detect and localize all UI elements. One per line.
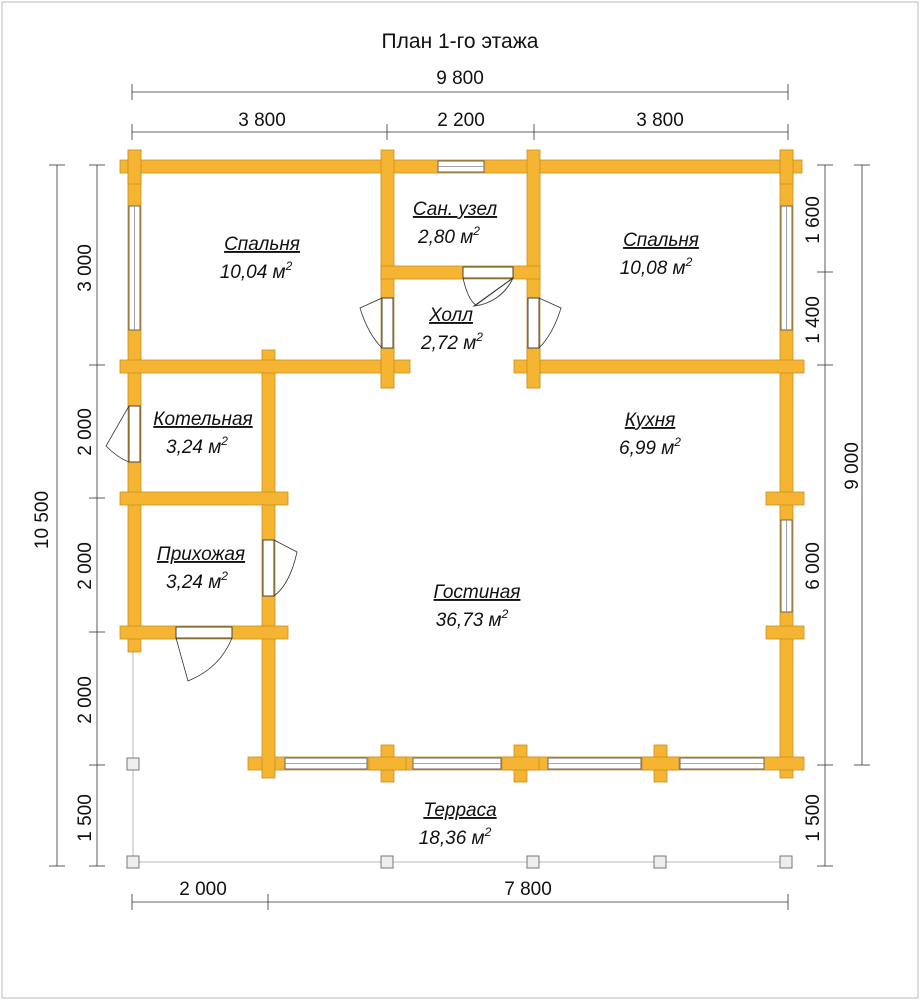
room-name: Гостиная [434,582,521,603]
dim-bottom-right: 7 800 [504,879,552,900]
room-name: Терраса [423,800,496,821]
room-living: Гостиная 36,73 м2 [434,582,521,631]
terrace-post [779,855,793,869]
room-name: Котельная [153,409,252,430]
room-name: Спальня [623,230,699,251]
room-area: 10,04 м2 [220,259,293,283]
dim-top-right: 3 800 [636,110,684,131]
room-bedroom-left: Спальня 10,04 м2 [220,234,300,283]
room-area: 18,36 м2 [419,825,492,849]
terrace-post [526,855,540,869]
dim-right-2: 1 400 [803,296,824,344]
dim-top-total: 9 800 [436,68,484,89]
room-name: Спальня [224,234,300,255]
terrace-outline [126,640,793,869]
dim-top-mid: 2 200 [437,110,485,131]
room-bathroom: Сан. узел 2,80 м2 [413,199,498,248]
room-area: 36,73 м2 [436,607,509,631]
room-bedroom-right: Спальня 10,08 м2 [620,230,699,279]
room-area: 6,99 м2 [619,435,681,459]
room-area: 2,72 м2 [420,330,483,354]
doors [105,266,562,682]
dim-left-4: 2 000 [75,676,96,724]
dim-right-4: 1 500 [803,794,824,842]
room-terrace: Терраса 18,36 м2 [419,800,497,849]
room-name: Сан. узел [413,199,498,220]
dim-left-2: 2 000 [75,408,96,456]
room-kitchen: Кухня 6,99 м2 [619,410,681,459]
terrace-post [380,855,394,869]
room-entrance: Прихожая 3,24 м2 [157,544,245,593]
room-name: Холл [428,305,473,326]
dim-right-3: 6 000 [803,542,824,590]
room-name: Прихожая [157,544,245,565]
terrace-post [653,855,667,869]
dimension-lines [49,84,870,910]
terrace-post [126,855,140,869]
dim-left-1: 3 000 [75,244,96,292]
dim-left-5: 1 500 [75,794,96,842]
dim-right-1: 1 600 [803,196,824,244]
plan-title: План 1-го этажа [382,30,539,53]
terrace-post [126,757,140,771]
dim-right-total: 9 000 [842,442,863,490]
dim-left-3: 2 000 [75,542,96,590]
room-boiler: Котельная 3,24 м2 [153,409,252,458]
dim-top-left: 3 800 [238,110,286,131]
room-hall: Холл 2,72 м2 [420,305,483,354]
room-name: Кухня [625,410,676,431]
room-area: 10,08 м2 [620,255,693,279]
room-area: 2,80 м2 [417,224,480,248]
room-area: 3,24 м2 [166,434,228,458]
windows [128,160,793,770]
room-area: 3,24 м2 [166,569,228,593]
dim-left-total: 10 500 [32,491,53,549]
dim-bottom-left: 2 000 [179,879,227,900]
